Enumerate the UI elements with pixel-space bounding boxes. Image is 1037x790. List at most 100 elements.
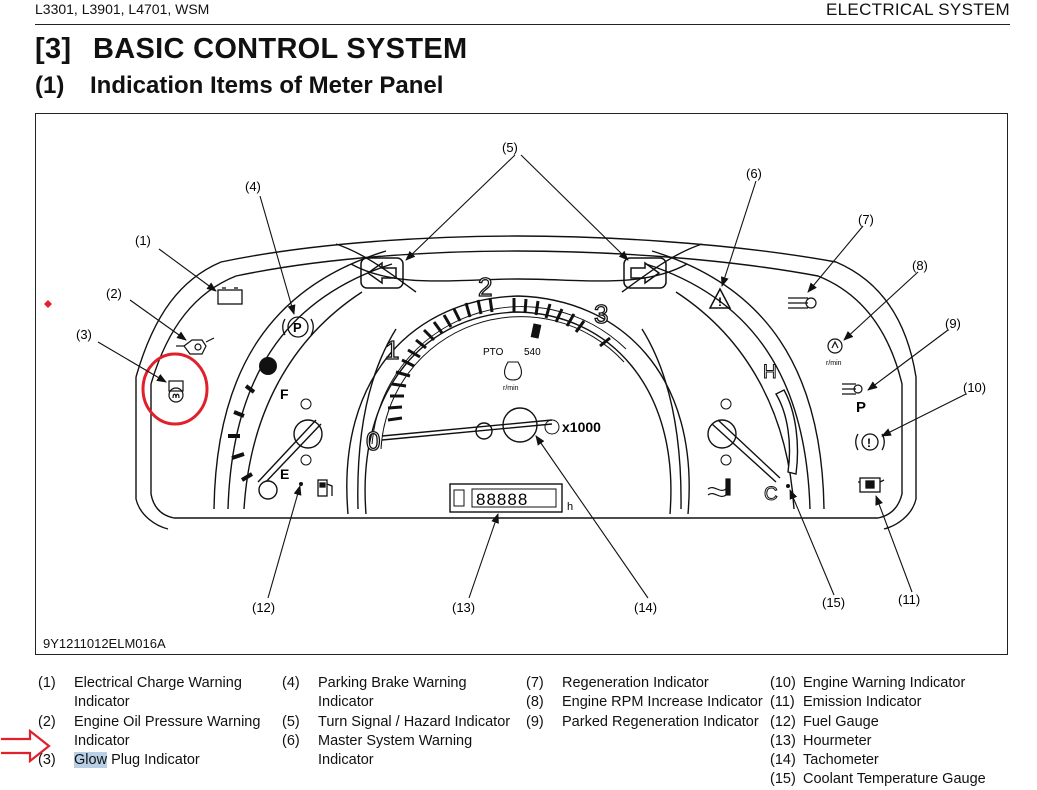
legend-text: Hourmeter xyxy=(803,732,872,749)
legend-text: Regeneration Indicator xyxy=(562,675,709,691)
legend-text: Parked Regeneration Indicator xyxy=(562,713,759,730)
meter-panel-drawing: F E xyxy=(44,140,986,615)
section-title: BASIC CONTROL SYSTEM xyxy=(93,33,468,65)
legend-num: (6) xyxy=(282,732,300,749)
section-heading: [3]BASIC CONTROL SYSTEM xyxy=(35,33,467,66)
legend-text: Emission Indicator xyxy=(803,694,922,711)
callout-1: (1) xyxy=(135,233,151,248)
legend-col-4: (10) Engine Warning Indicator (11)Emissio… xyxy=(770,674,1032,790)
legend-text: Turn Signal / Hazard Indicator xyxy=(318,713,511,730)
legend-num: (15) xyxy=(770,771,796,788)
turn-left-icon xyxy=(366,261,397,285)
rpm-increase-icon xyxy=(827,338,843,354)
parking-brake-letter: P xyxy=(293,320,302,335)
callout-9: (9) xyxy=(945,316,961,331)
legend-num: (2) xyxy=(38,713,56,730)
parked-regeneration-icon xyxy=(842,383,863,395)
glow-plug-icon xyxy=(168,380,184,403)
callout-10: (10) xyxy=(963,380,986,395)
legend-item-11: (11)Emission Indicator xyxy=(770,693,1032,712)
legend-text: Engine Oil Pressure Warning Indicator xyxy=(74,713,261,749)
callout-3: (3) xyxy=(76,327,92,342)
legend-item-6: (6) Master System Warning Indicator xyxy=(282,732,522,771)
legend-item-9: (9)Parked Regeneration Indicator xyxy=(526,713,766,732)
leader-lines xyxy=(97,154,967,599)
callout-2: (2) xyxy=(106,286,122,301)
engine-warning-mark: ! xyxy=(867,436,871,450)
regeneration-icon xyxy=(788,297,817,309)
legend-col-3: (7) Regeneration Indicator (8)Engine RPM … xyxy=(526,674,766,732)
red-arrow-icon xyxy=(1,729,51,763)
header-section: ELECTRICAL SYSTEM xyxy=(826,0,1010,19)
legend-num: (5) xyxy=(282,713,300,730)
callout-12: (12) xyxy=(252,600,275,615)
fuel-full-dot xyxy=(259,357,277,375)
legend-item-15: (15) Coolant Temperature Gauge xyxy=(770,770,1032,789)
tach-numerals: 0 1 2 3 xyxy=(365,271,609,456)
subsection-number: (1) xyxy=(35,72,65,99)
legend-num: (12) xyxy=(770,713,796,730)
legend-num: (7) xyxy=(526,675,544,691)
pto-unit-label: r/min xyxy=(503,385,519,392)
subsection-title: Indication Items of Meter Panel xyxy=(90,72,444,99)
legend-text: Engine Warning Indicator xyxy=(803,675,966,691)
glow-plug-highlight-circle xyxy=(141,352,209,426)
tach-multiplier: x1000 xyxy=(562,419,601,435)
hourmeter-digits: 88888 xyxy=(476,490,528,509)
tach-label-2: 2 xyxy=(478,272,492,302)
pto-icon xyxy=(504,361,522,381)
legend-item-12: (12) Fuel Gauge xyxy=(770,713,1032,732)
legend-item-4: (4)Parking Brake Warning Indicator xyxy=(282,674,522,713)
turn-left-frame xyxy=(360,257,404,289)
coolant-hot-label: H xyxy=(763,362,777,383)
legend-col-1: (1) Electrical Charge Warning Indicator (… xyxy=(38,674,278,770)
pto-label: PTO xyxy=(483,347,504,358)
tach-ticks xyxy=(387,297,611,422)
tach-label-3: 3 xyxy=(594,299,608,329)
legend-num: (14) xyxy=(770,752,796,769)
legend-text: Electrical Charge Warning Indicator xyxy=(74,675,242,711)
subsection-heading: (1) Indication Items of Meter Panel xyxy=(35,72,443,100)
warning-triangle-mark: ! xyxy=(718,295,722,309)
tach-label-1: 1 xyxy=(385,335,399,365)
legend-num: (10) xyxy=(770,675,796,691)
warning-triangle-icon xyxy=(708,287,732,309)
legend-num: (8) xyxy=(526,694,544,711)
callout-4: (4) xyxy=(245,179,261,194)
oil-can-icon xyxy=(176,337,215,355)
rpm-increase-unit: r/min xyxy=(826,360,842,367)
legend-text: Master System Warning Indicator xyxy=(318,732,473,769)
legend-item-14: (14)Tachometer xyxy=(770,751,1032,770)
legend-highlighted-word: Glow xyxy=(74,752,108,769)
engine-warning-icon xyxy=(855,433,885,451)
legend-text: Coolant Temperature Gauge xyxy=(803,771,986,788)
header-models: L3301, L3901, L4701, WSM xyxy=(35,1,210,17)
tach-label-0: 0 xyxy=(366,426,380,456)
callout-8: (8) xyxy=(912,258,928,273)
header-rule xyxy=(35,24,1010,25)
coolant-cold-label: C xyxy=(764,484,778,505)
legend-num: (13) xyxy=(770,732,796,749)
legend-text: Parking Brake Warning Indicator xyxy=(318,675,467,711)
coolant-temp-icon xyxy=(707,478,731,498)
legend-item-2: (2) Engine Oil Pressure Warning Indicator xyxy=(38,713,278,752)
legend-item-10: (10) Engine Warning Indicator xyxy=(770,674,1032,693)
callout-7: (7) xyxy=(858,212,874,227)
legend-text: Fuel Gauge xyxy=(803,713,879,730)
figure-code: 9Y1211012ELM016A xyxy=(43,636,166,651)
fuel-empty-dot xyxy=(258,480,278,500)
emission-icon xyxy=(858,477,885,493)
legend-num: (1) xyxy=(38,675,56,691)
fuel-empty-label: E xyxy=(280,466,289,482)
pto-rpm-label: 540 xyxy=(524,347,541,358)
fuel-gauge-ticks xyxy=(228,384,256,482)
callout-labels: (1) (2) (3) (4) (5) (6) (7) (8) (9) (10)… xyxy=(76,140,986,615)
callout-5: (5) xyxy=(502,140,518,155)
turn-right-frame xyxy=(623,257,667,289)
turn-right-icon xyxy=(630,261,661,285)
callout-14: (14) xyxy=(634,600,657,615)
margin-mark xyxy=(44,300,52,308)
fuel-full-label: F xyxy=(280,386,289,402)
legend-item-8: (8)Engine RPM Increase Indicator xyxy=(526,693,766,712)
legend-col-2: (4)Parking Brake Warning Indicator (5) Tu… xyxy=(282,674,522,770)
